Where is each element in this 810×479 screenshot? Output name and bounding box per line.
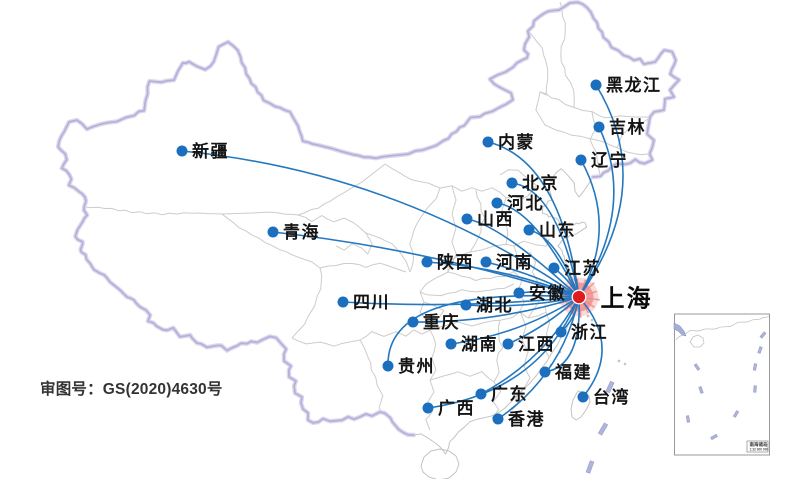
svg-text:广西: 广西 bbox=[438, 398, 475, 418]
svg-text:贵州: 贵州 bbox=[398, 356, 435, 376]
svg-text:内蒙: 内蒙 bbox=[498, 132, 535, 152]
svg-text:安徽: 安徽 bbox=[529, 283, 566, 303]
svg-text:陕西: 陕西 bbox=[437, 252, 474, 272]
svg-text:黑龙江: 黑龙江 bbox=[606, 75, 662, 95]
svg-text:南海诸岛: 南海诸岛 bbox=[750, 441, 768, 448]
svg-text:吉林: 吉林 bbox=[609, 117, 646, 137]
svg-text:香港: 香港 bbox=[508, 409, 545, 429]
svg-text:北京: 北京 bbox=[522, 173, 559, 193]
svg-text:上海: 上海 bbox=[601, 285, 653, 313]
svg-text:福建: 福建 bbox=[554, 362, 592, 382]
svg-text:台湾: 台湾 bbox=[593, 387, 630, 407]
svg-text:湖北: 湖北 bbox=[476, 296, 513, 315]
svg-text:1:32 000 000: 1:32 000 000 bbox=[750, 448, 769, 452]
svg-text:辽宁: 辽宁 bbox=[591, 150, 628, 170]
svg-text:新疆: 新疆 bbox=[192, 141, 229, 161]
svg-text:山西: 山西 bbox=[477, 210, 514, 229]
svg-text:山东: 山东 bbox=[539, 220, 576, 240]
svg-text:审图号：GS(2020)4630号: 审图号：GS(2020)4630号 bbox=[40, 379, 223, 398]
svg-text:四川: 四川 bbox=[353, 293, 390, 312]
svg-text:河南: 河南 bbox=[496, 252, 533, 272]
svg-text:广东: 广东 bbox=[491, 384, 528, 404]
svg-text:青海: 青海 bbox=[283, 222, 320, 242]
svg-text:江西: 江西 bbox=[518, 335, 555, 354]
svg-text:江苏: 江苏 bbox=[564, 258, 601, 278]
svg-text:湖南: 湖南 bbox=[461, 334, 498, 354]
svg-text:浙江: 浙江 bbox=[571, 322, 608, 342]
svg-text:河北: 河北 bbox=[507, 194, 544, 213]
svg-text:重庆: 重庆 bbox=[423, 312, 460, 332]
